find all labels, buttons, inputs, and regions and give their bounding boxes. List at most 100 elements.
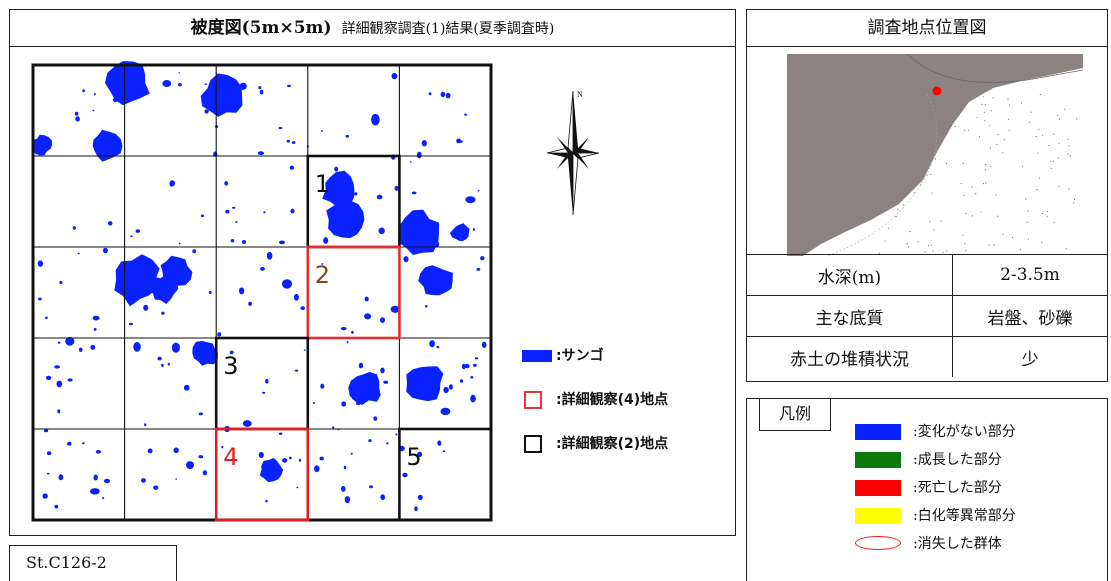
- sounding-dot: [984, 169, 986, 171]
- coral-colony: [434, 241, 440, 248]
- coral-colony: [225, 209, 230, 214]
- sounding-dot: [930, 244, 932, 246]
- sounding-dot: [965, 250, 967, 252]
- coral-colony: [348, 371, 381, 405]
- sounding-dot: [929, 220, 931, 222]
- sounding-dot: [883, 112, 885, 114]
- coral-colony: [44, 429, 49, 433]
- coral-colony: [425, 304, 428, 308]
- sounding-dot: [1046, 211, 1048, 213]
- sounding-dot: [907, 246, 909, 248]
- compass-rose-icon: N: [546, 90, 600, 216]
- coral-colony: [167, 362, 170, 366]
- coral-colony: [406, 366, 444, 402]
- coral-colony: [54, 365, 60, 369]
- coral-colony: [173, 447, 179, 454]
- sounding-dot: [1019, 248, 1021, 251]
- coral-colony: [178, 72, 181, 74]
- sounding-dot: [1020, 102, 1023, 104]
- sounding-dot: [982, 96, 984, 98]
- info-label: 主な底質: [747, 295, 953, 337]
- coral-colony: [345, 134, 349, 138]
- info-value: 少: [952, 336, 1107, 377]
- legend-swatch: [855, 480, 901, 496]
- coral-colony: [354, 192, 358, 196]
- sounding-dot: [926, 174, 928, 176]
- coral-colony: [296, 486, 299, 489]
- coral-colony: [294, 369, 299, 372]
- sounding-dot: [897, 208, 899, 211]
- coral-colony: [418, 265, 453, 296]
- coral-colony: [67, 441, 72, 446]
- legend-label: :詳細観察(2)地点: [556, 436, 669, 452]
- coral-colony: [82, 442, 85, 445]
- coral-colony: [341, 401, 347, 407]
- sounding-dot: [940, 220, 942, 222]
- info-row: 水深(m) 2-3.5m: [747, 254, 1107, 296]
- sounding-dot: [1048, 144, 1050, 147]
- coral-colony: [235, 221, 238, 223]
- coral-colony: [376, 194, 383, 200]
- info-label: 水深(m): [747, 254, 953, 296]
- sounding-dot: [887, 227, 889, 229]
- coral-colony: [373, 416, 378, 421]
- coral-colony: [65, 336, 75, 346]
- coral-colony: [221, 445, 224, 449]
- sounding-dot: [975, 193, 977, 195]
- sounding-dot: [997, 215, 999, 217]
- legend-swatch: [855, 508, 901, 524]
- coral-colony: [470, 394, 476, 403]
- coral-colony: [323, 237, 329, 244]
- sounding-dot: [1068, 145, 1070, 147]
- coral-colony: [291, 141, 296, 144]
- coral-colony: [133, 342, 141, 352]
- quadrat-highlight: [306, 245, 401, 340]
- sounding-dot: [893, 123, 895, 125]
- sounding-dot: [1050, 167, 1052, 169]
- coral-colony: [319, 456, 324, 461]
- coral-colony: [398, 209, 440, 255]
- coral-colony: [217, 332, 222, 337]
- coral-colony: [278, 432, 283, 435]
- sounding-dot: [878, 114, 880, 116]
- sounding-dot: [1036, 189, 1038, 191]
- sounding-dot: [902, 204, 904, 206]
- sounding-dot: [918, 171, 920, 173]
- coral-colony: [429, 340, 435, 348]
- sounding-dot: [954, 125, 956, 128]
- coral-colony: [258, 451, 264, 459]
- sounding-dot: [960, 86, 962, 88]
- coral-colony: [378, 227, 385, 235]
- sounding-dot: [946, 250, 948, 252]
- coral-colony: [248, 301, 253, 306]
- coral-colony: [31, 134, 53, 156]
- sounding-dot: [913, 154, 915, 156]
- sounding-dot: [965, 213, 967, 215]
- coral-colony: [414, 506, 418, 512]
- sounding-dot: [1067, 138, 1069, 140]
- sounding-dot: [960, 182, 962, 185]
- coral-colony: [263, 211, 266, 214]
- coral-colony: [287, 84, 291, 88]
- coral-colony: [464, 113, 467, 116]
- coral-colony: [476, 268, 481, 271]
- coral-colony: [465, 196, 476, 204]
- coral-colony: [332, 426, 335, 429]
- sounding-dot: [1068, 188, 1070, 190]
- coral-colony: [394, 185, 399, 191]
- sounding-dot: [1042, 213, 1044, 215]
- sounding-dot: [896, 172, 898, 174]
- location-panel: 調査地点位置図 水深(m) 2-3.5m 主な底質 岩盤、砂礫 赤土の堆積状況 …: [746, 9, 1108, 382]
- sounding-dot: [1039, 94, 1041, 96]
- coral-colony: [171, 342, 180, 353]
- sounding-dot: [1073, 198, 1076, 201]
- sounding-dot: [992, 97, 994, 99]
- coral-colony: [157, 356, 162, 361]
- sounding-dot: [886, 147, 889, 149]
- coral-colony: [265, 499, 268, 503]
- sounding-dot: [989, 125, 991, 127]
- legend-swatch: [855, 536, 901, 550]
- sounding-dot: [1035, 136, 1037, 138]
- sounding-dot: [963, 194, 965, 196]
